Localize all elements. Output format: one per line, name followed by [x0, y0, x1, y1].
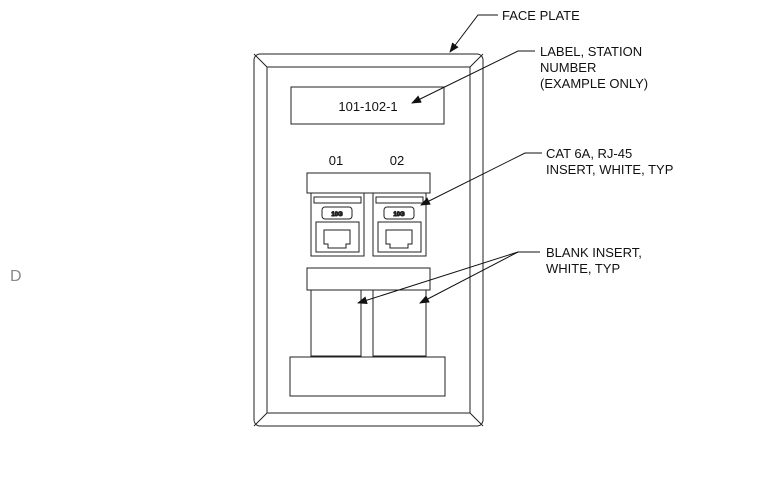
rj45-jack-01: 10G — [310, 192, 365, 257]
face-plate-inner — [266, 66, 471, 414]
bevel-corner-tr — [469, 53, 484, 68]
callout-blank-line-1: BLANK INSERT, — [546, 245, 642, 260]
label-window: 101-102-1 — [290, 86, 445, 125]
bevel-corner-bl — [253, 412, 268, 427]
port-number-01: 01 — [329, 153, 343, 168]
leader-cat6a — [420, 152, 542, 206]
jack-01-body — [310, 192, 365, 257]
callout-face-plate: FACE PLATE — [502, 8, 580, 23]
jack-01-port-outer — [315, 221, 360, 253]
bevel-corner-br — [469, 412, 484, 427]
face-plate — [253, 53, 484, 427]
rj45-module-top-bar — [306, 172, 431, 194]
bevel-corner-tl — [253, 53, 268, 68]
jack-02-body — [372, 192, 427, 257]
jack-01-top-ledge — [313, 196, 362, 204]
jack-02-badge-text: 10G — [393, 212, 405, 218]
rj45-insert-module: 10G 10G — [306, 172, 431, 257]
bottom-bar — [289, 356, 446, 397]
port-number-02: 02 — [390, 153, 404, 168]
face-plate-outer — [253, 53, 484, 427]
jack-01-port-opening — [323, 229, 351, 249]
callout-label-line-2: NUMBER — [540, 60, 596, 75]
blank-insert-module — [306, 267, 431, 357]
leader-face-plate — [449, 14, 498, 53]
callout-cat6a-line-1: CAT 6A, RJ-45 — [546, 146, 632, 161]
rj45-jack-02: 10G — [372, 192, 427, 257]
blank-insert-01 — [310, 289, 362, 357]
station-number-label: 101-102-1 — [338, 99, 397, 114]
callout-label-line-1: LABEL, STATION — [540, 44, 642, 59]
label-window-frame — [290, 86, 445, 125]
callout-label-line-3: (EXAMPLE ONLY) — [540, 76, 648, 91]
blank-insert-02 — [372, 289, 427, 357]
leader-label — [411, 50, 535, 104]
leader-blank-left — [357, 251, 519, 305]
callout-cat6a-line-2: INSERT, WHITE, TYP — [546, 162, 673, 177]
jack-02-port-opening — [385, 229, 413, 249]
leader-lines — [357, 14, 542, 305]
jack-02-top-ledge — [375, 196, 424, 204]
blank-module-top-bar — [306, 267, 431, 291]
jack-02-port-outer — [377, 221, 422, 253]
jack-01-badge — [321, 206, 353, 220]
jack-01-badge-text: 10G — [331, 212, 343, 218]
grid-reference-letter: D — [10, 268, 22, 285]
jack-02-badge — [383, 206, 415, 220]
callout-blank-line-2: WHITE, TYP — [546, 261, 620, 276]
